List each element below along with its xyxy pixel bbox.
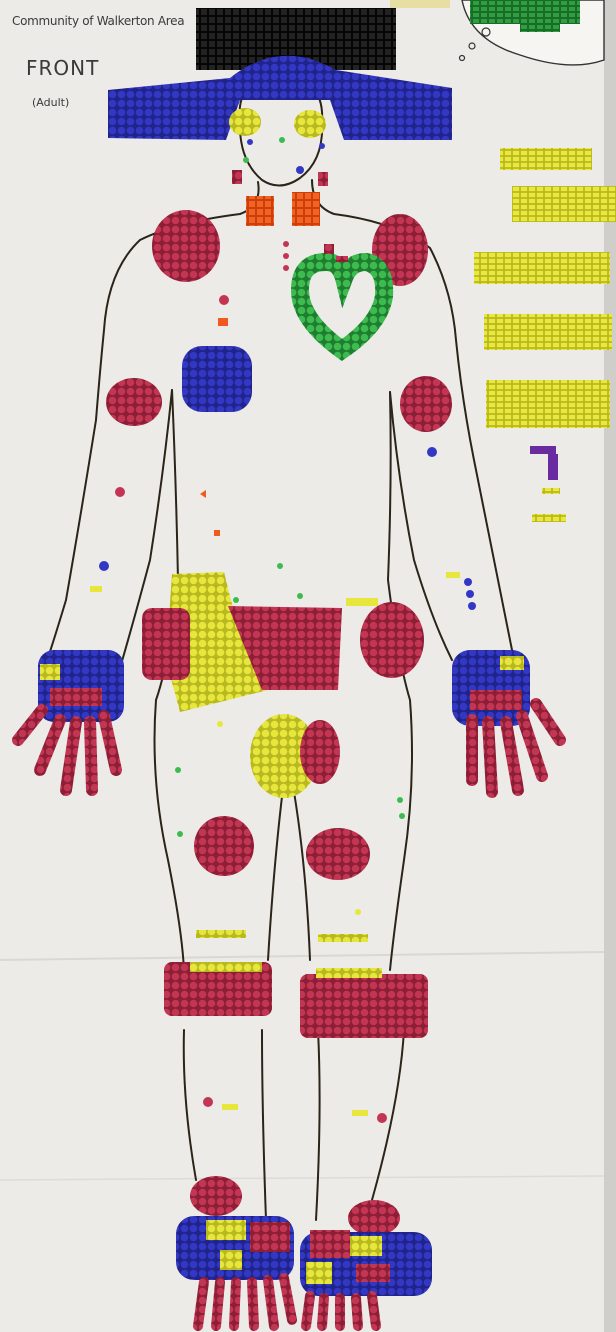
eye-left [229, 108, 261, 136]
elbow-right [400, 376, 452, 432]
throat-orange [246, 196, 274, 226]
elbow-left [106, 378, 162, 426]
groin-red [300, 720, 340, 784]
hip-red-right [360, 602, 424, 678]
side-label: FRONT [26, 56, 99, 80]
stomach-blue [182, 346, 252, 412]
throat-orange-2 [292, 192, 320, 226]
sub-label: (Adult) [32, 96, 69, 109]
knee-right [300, 974, 428, 1038]
poster-title: Community of Walkerton Area [12, 14, 184, 28]
hip-red-left [142, 608, 190, 680]
eye-right [294, 110, 326, 138]
shoulder-left [152, 210, 220, 282]
thigh-right [306, 828, 370, 880]
thigh-left [194, 816, 254, 876]
